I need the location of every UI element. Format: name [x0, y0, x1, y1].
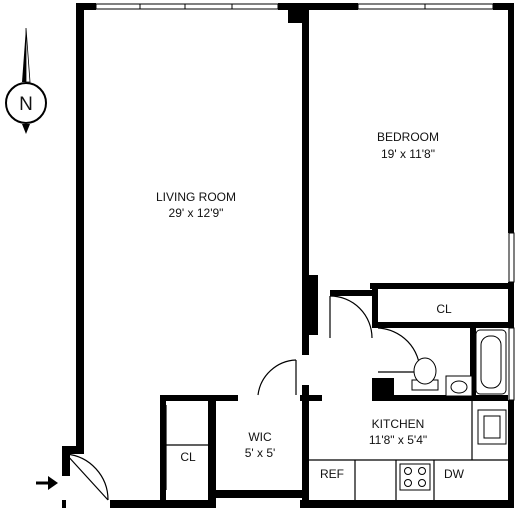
entry-arrow-icon — [36, 476, 58, 490]
compass-circle-icon — [5, 82, 47, 124]
dishwasher-label: DW — [444, 467, 465, 481]
compass-letter: N — [19, 94, 33, 115]
interior-walls — [160, 3, 508, 500]
bedroom-label: BEDROOM — [377, 130, 439, 144]
hall-closet-label: CL — [180, 450, 196, 464]
north-compass: N — [5, 27, 47, 134]
compass-needle-bottom-icon — [22, 124, 30, 134]
refrigerator-label: REF — [320, 467, 344, 481]
bedroom-dims: 19' x 11'8" — [381, 147, 435, 161]
exterior-walls — [62, 3, 514, 508]
kitchen-dims: 11'8" x 5'4" — [369, 433, 427, 447]
doors — [65, 295, 421, 501]
wic-dims: 5' x 5' — [245, 446, 276, 460]
kitchen-label: KITCHEN — [372, 417, 425, 431]
stove-icon — [399, 463, 431, 491]
wic-label: WIC — [248, 430, 272, 444]
living-room-label: LIVING ROOM — [156, 190, 236, 204]
windows — [95, 3, 515, 401]
fixtures — [309, 329, 508, 500]
living-room-dims: 29' x 12'9" — [169, 206, 224, 220]
bedroom-closet-label: CL — [436, 302, 452, 316]
